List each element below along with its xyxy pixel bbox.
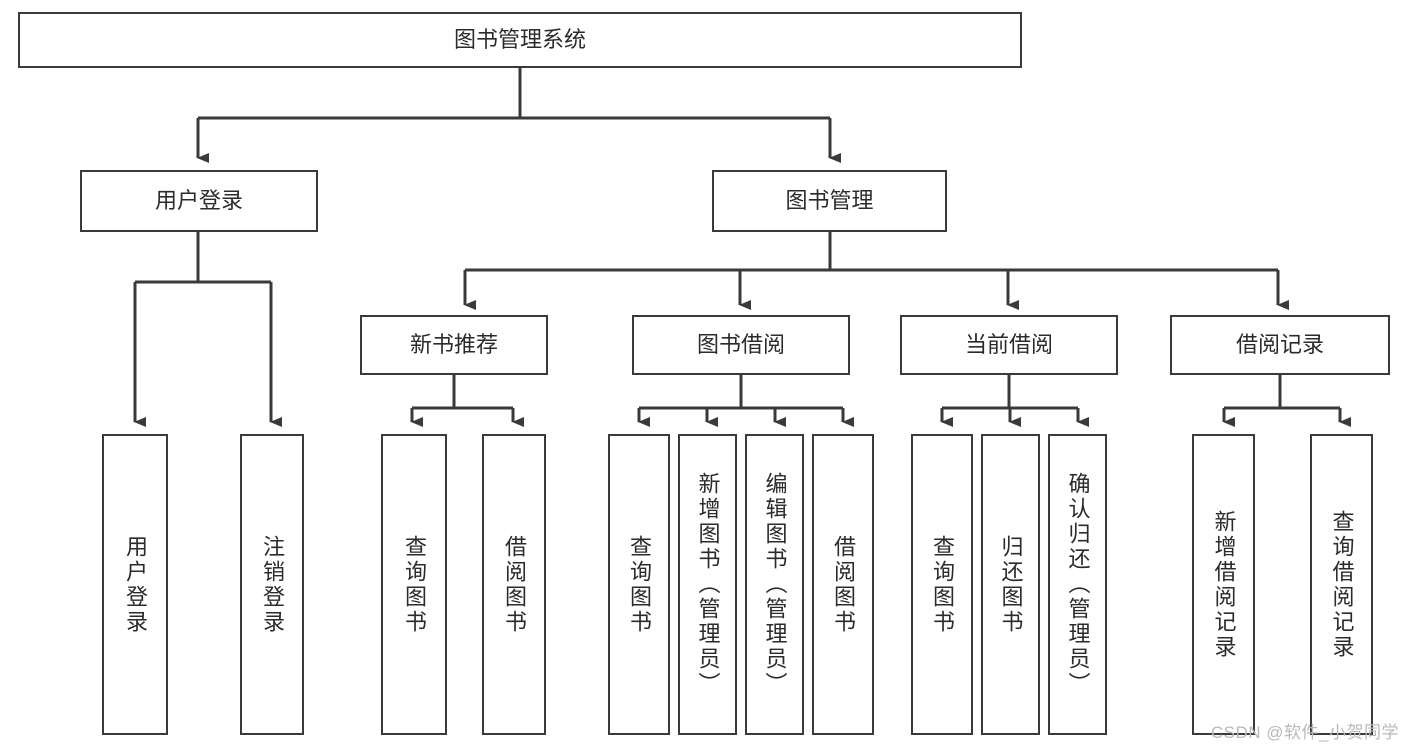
leaf-add-book-admin[interactable]: 新增图书（管理员） [678,434,737,735]
leaf-query-borrow-record-label: 查询借阅记录 [1329,509,1355,660]
node-root-label: 图书管理系统 [453,27,586,53]
leaf-query-book-rec-label: 查询图书 [402,534,427,635]
node-book-management[interactable]: 图书管理 [712,170,947,232]
leaf-borrow-book-label: 借阅图书 [831,534,856,635]
leaf-return-book-label: 归还图书 [998,534,1024,635]
leaf-confirm-return-admin-label: 确认归还（管理员） [1065,472,1091,697]
leaf-edit-book-admin-label: 编辑图书（管理员） [762,472,788,697]
node-new-book-recommend[interactable]: 新书推荐 [360,315,548,375]
leaf-query-borrow-record[interactable]: 查询借阅记录 [1310,434,1373,735]
node-new-book-recommend-label: 新书推荐 [409,332,498,358]
node-book-borrow[interactable]: 图书借阅 [632,315,850,375]
leaf-add-book-admin-label: 新增图书（管理员） [695,472,721,697]
leaf-query-book-rec[interactable]: 查询图书 [381,434,447,735]
node-borrow-record-label: 借阅记录 [1235,332,1324,358]
leaf-user-login-label: 用户登录 [123,534,148,635]
leaf-add-borrow-record[interactable]: 新增借阅记录 [1192,434,1255,735]
leaf-query-book-borrow[interactable]: 查询图书 [608,434,670,735]
leaf-query-book-current[interactable]: 查询图书 [911,434,973,735]
leaf-user-logout[interactable]: 注销登录 [240,434,304,735]
leaf-return-book[interactable]: 归还图书 [981,434,1040,735]
leaf-borrow-book-rec-label: 借阅图书 [502,534,527,635]
leaf-borrow-book[interactable]: 借阅图书 [812,434,874,735]
leaf-edit-book-admin[interactable]: 编辑图书（管理员） [745,434,804,735]
watermark: CSDN @软件_小贺同学 [1210,723,1399,742]
leaf-borrow-book-rec[interactable]: 借阅图书 [482,434,546,735]
leaf-user-login[interactable]: 用户登录 [102,434,168,735]
node-user-login-label: 用户登录 [154,188,243,214]
node-root[interactable]: 图书管理系统 [18,12,1022,68]
leaf-query-book-borrow-label: 查询图书 [627,534,652,635]
node-current-borrow[interactable]: 当前借阅 [900,315,1118,375]
node-book-borrow-label: 图书借阅 [696,332,785,358]
node-user-login[interactable]: 用户登录 [80,170,318,232]
leaf-query-book-current-label: 查询图书 [930,534,955,635]
node-current-borrow-label: 当前借阅 [964,332,1053,358]
node-book-management-label: 图书管理 [785,188,874,214]
leaf-confirm-return-admin[interactable]: 确认归还（管理员） [1048,434,1107,735]
leaf-add-borrow-record-label: 新增借阅记录 [1211,509,1237,660]
leaf-user-logout-label: 注销登录 [260,534,285,635]
node-borrow-record[interactable]: 借阅记录 [1170,315,1390,375]
